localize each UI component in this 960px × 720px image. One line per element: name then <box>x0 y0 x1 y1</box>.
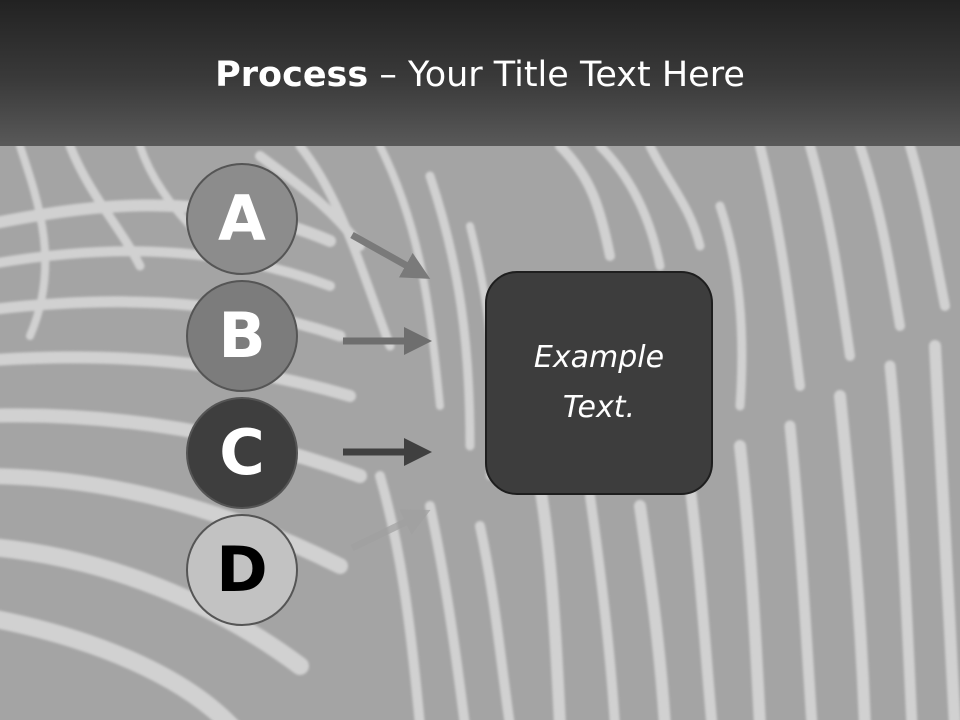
title-rest: – Your Title Text Here <box>368 55 745 95</box>
example-text-label: Example Text. <box>533 340 665 425</box>
example-text-box: Example Text. <box>485 271 713 495</box>
step-a-letter: A <box>218 182 266 255</box>
zebra-stripes-background <box>0 146 960 720</box>
step-c-circle: C <box>186 397 298 509</box>
step-d-circle: D <box>186 514 298 626</box>
step-d-letter: D <box>216 533 268 606</box>
slide-title: Process – Your Title Text Here <box>0 48 960 102</box>
step-b-letter: B <box>218 299 266 372</box>
step-b-circle: B <box>186 280 298 392</box>
step-a-circle: A <box>186 163 298 275</box>
step-c-letter: C <box>219 416 265 489</box>
title-bold: Process <box>215 55 369 95</box>
title-bar: Process – Your Title Text Here <box>0 0 960 146</box>
